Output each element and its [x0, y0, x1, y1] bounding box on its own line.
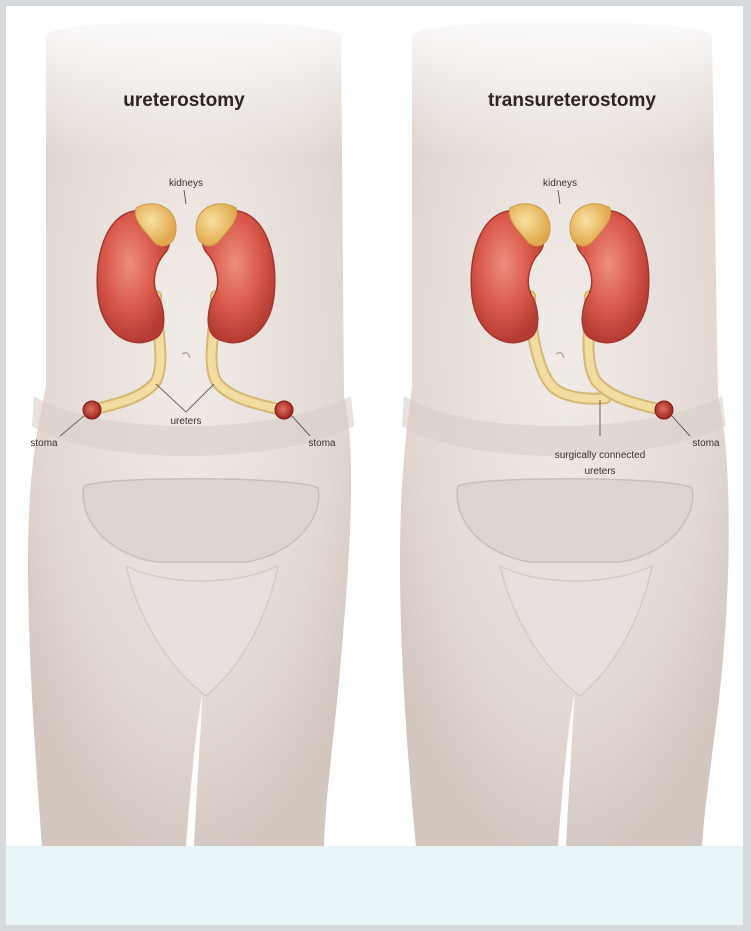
figure-frame: ureterostomy kidneys ureters stoma stoma… [6, 6, 745, 925]
right-stoma-label: stoma [308, 438, 336, 449]
right-panel-stoma-label: stoma [692, 438, 720, 449]
anatomy-diagram: ureterostomy kidneys ureters stoma stoma… [6, 6, 745, 925]
left-ureters-label: ureters [170, 416, 201, 427]
connected-ureters-label-line2: ureters [584, 466, 615, 477]
left-kidneys-label: kidneys [169, 178, 203, 189]
right-kidneys-label: kidneys [543, 178, 577, 189]
left-stoma-label: stoma [30, 438, 58, 449]
right-stoma-marker [275, 401, 293, 419]
connected-ureters-label-line1: surgically connected [555, 450, 646, 461]
left-panel-title: ureterostomy [123, 90, 245, 111]
bottom-band [6, 846, 745, 925]
left-stoma-marker [83, 401, 101, 419]
right-border [743, 0, 751, 931]
right-panel-title: transureterostomy [488, 90, 656, 111]
stoma-marker [655, 401, 673, 419]
